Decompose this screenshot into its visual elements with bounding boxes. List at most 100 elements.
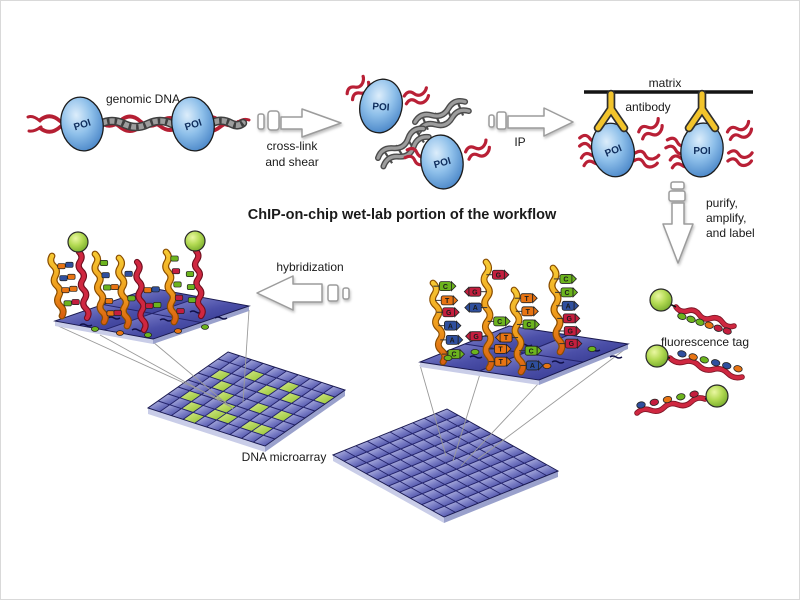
array-tile (220, 363, 241, 374)
nucleotide-flag-tip (452, 294, 459, 306)
nucleotide-flag-tip (534, 318, 541, 330)
array-tile-green (272, 410, 293, 421)
hybridized-strand (162, 248, 185, 326)
array-tile (479, 477, 501, 488)
red-dna-fragment (630, 146, 662, 171)
array-tile (480, 445, 502, 455)
array-tile (412, 461, 433, 472)
dna-microarray-label: DNA microarray (242, 450, 327, 464)
base-blob (91, 326, 100, 332)
fluorescence-layer (634, 288, 745, 416)
nucleotide-flag-tip (455, 320, 462, 332)
array-tile (469, 460, 490, 471)
probe-strand (48, 253, 66, 319)
poi-label: POI (433, 156, 453, 171)
array-tile (367, 458, 388, 469)
array-tile (436, 431, 457, 441)
fluorescence-tagged-strand (634, 384, 729, 416)
array-tile (170, 398, 191, 409)
nucleotide-blob (695, 318, 705, 326)
array-tile (423, 478, 444, 489)
array-tile (265, 367, 286, 378)
panel-side (420, 362, 539, 385)
target-strand (193, 249, 205, 318)
probe-strand (92, 251, 108, 325)
array-tile (424, 435, 445, 446)
nucleotide-blob (699, 356, 709, 364)
array-tile (262, 417, 283, 428)
nucleotide-flag-tip (571, 273, 577, 285)
poi-label: POI (73, 117, 93, 133)
array-tile (491, 451, 513, 462)
array-tile (447, 426, 468, 437)
nucleotide-block (63, 300, 72, 307)
zoom-line (419, 364, 447, 457)
nucleotide-flag-tip (575, 325, 582, 337)
zoom-line (152, 341, 234, 410)
fluorescence-tag-label: fluorescence tag (661, 335, 749, 349)
cross-link-label-line1: cross-link (267, 139, 319, 153)
array-tile (367, 469, 388, 480)
array-tile (200, 377, 221, 388)
array-tile (224, 384, 244, 395)
array-tile-green (279, 382, 299, 393)
nucleotide-blob (677, 312, 687, 320)
array-tile-green (205, 409, 226, 420)
nucleotide-block (153, 302, 162, 308)
array-tile (435, 463, 456, 474)
array-tile (334, 450, 355, 461)
array-tile (503, 457, 524, 468)
array-tile (413, 440, 434, 451)
panel-side (153, 306, 249, 344)
target-strand (76, 250, 91, 320)
array-tile (402, 423, 423, 434)
array-tile (400, 488, 421, 498)
array-tile (491, 462, 512, 472)
base-blob (587, 345, 597, 352)
nucleotide-letter: G (446, 310, 452, 317)
array-tile (446, 480, 467, 491)
fluorescent-ball (649, 288, 673, 312)
array-tile-green (241, 421, 261, 431)
array-tile (301, 379, 321, 389)
array-tile (219, 352, 239, 363)
nucleotide-letter: C (443, 284, 448, 291)
array-tile (345, 457, 366, 467)
nucleotide-flag-tip (505, 315, 511, 327)
nucleotide-block (65, 261, 74, 268)
poi-protein: POI (590, 122, 636, 178)
nucleotide-block (99, 260, 109, 266)
nucleotide-flag-tip (465, 330, 471, 342)
array-tile (312, 382, 333, 393)
array-tile (254, 363, 274, 374)
array-tile (356, 463, 377, 474)
chip-spot-mark (159, 318, 173, 322)
nucleotide-blob (722, 327, 732, 335)
fluorescence-tagged-strand (649, 288, 737, 335)
array-tile (284, 414, 304, 425)
chip-spot-mark (79, 323, 93, 327)
nucleotide-letter: C (564, 290, 569, 297)
chip-spot-mark (469, 355, 483, 359)
matrix-section: matrix antibody (584, 76, 753, 133)
purify-label-line3: and label (706, 226, 755, 240)
nucleotide-letter: C (563, 277, 568, 284)
nucleotide-letter: G (569, 341, 575, 348)
array-tile (411, 494, 433, 505)
array-tile (422, 500, 444, 511)
chip-spot-mark (107, 316, 121, 320)
red-dna-fragment (724, 119, 755, 143)
array-tile (172, 409, 192, 419)
array-tile-green (210, 370, 231, 381)
array-tile (239, 410, 259, 421)
array-tile-green (249, 403, 269, 414)
nucleotide-letter: T (499, 359, 504, 366)
base-blob (173, 328, 182, 334)
array-tile (458, 443, 479, 454)
array-tile (525, 459, 546, 469)
nucleotide-letter: T (525, 296, 530, 303)
nucleotide-letter: C (451, 352, 456, 359)
nucleotide-letter: A (448, 323, 453, 330)
array-tile (149, 401, 169, 412)
